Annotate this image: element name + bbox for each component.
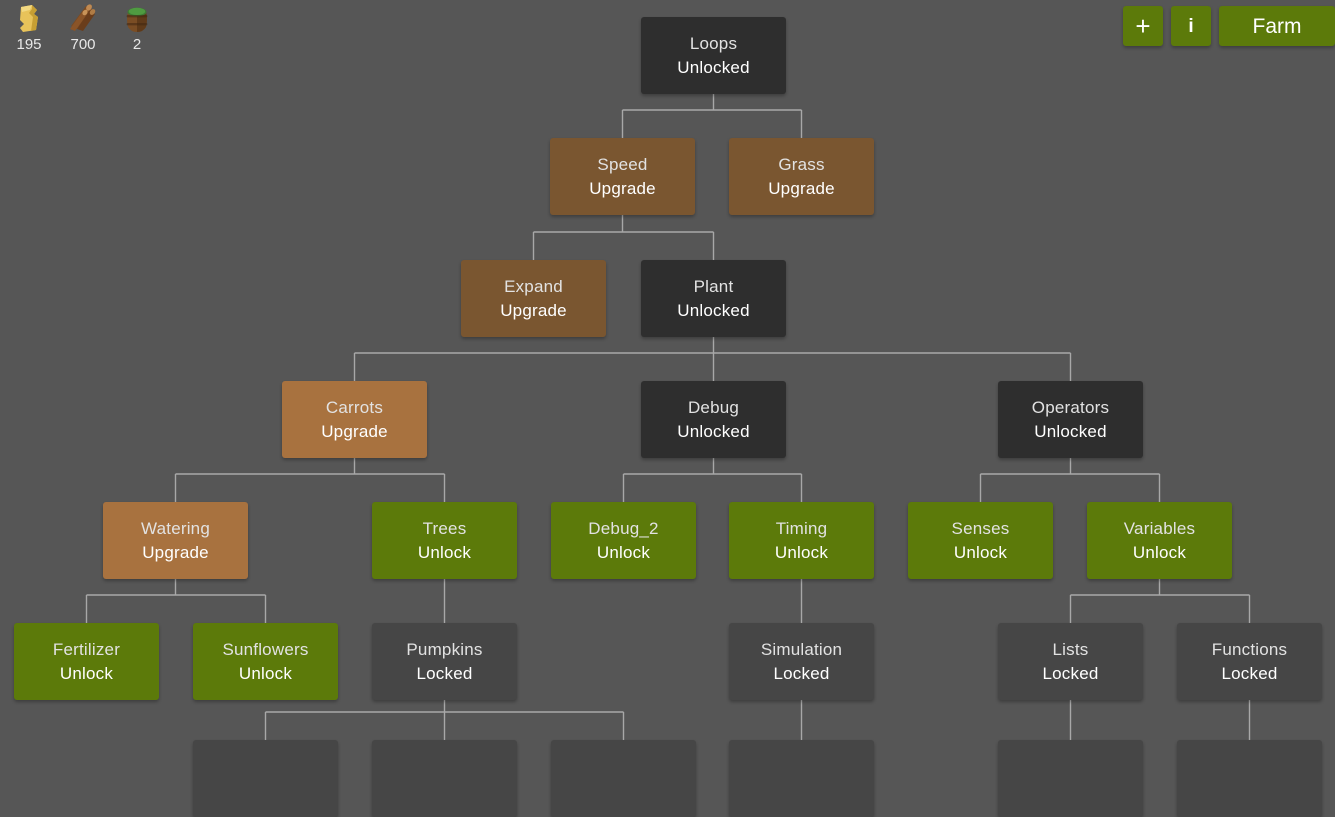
barrel-icon	[126, 7, 148, 32]
tech-node-state: Unlock	[596, 543, 651, 562]
tech-node-state: Unlock	[1132, 543, 1187, 562]
toolbar: + i Farm	[1123, 6, 1335, 46]
tech-node-state: Unlock	[774, 543, 829, 562]
tech-node-row5-b[interactable]	[372, 740, 517, 817]
tech-node-title: Pumpkins	[406, 640, 483, 659]
tech-node-title: Functions	[1211, 640, 1288, 659]
tech-node-title: Expand	[504, 277, 563, 296]
info-button[interactable]: i	[1171, 6, 1211, 46]
farm-button[interactable]: Farm	[1219, 6, 1335, 46]
tech-node-state: Upgrade	[500, 301, 567, 320]
tech-node-row5-e[interactable]	[998, 740, 1143, 817]
tech-node-title: Simulation	[760, 640, 843, 659]
wood-logs-icon	[70, 4, 96, 31]
tech-node-title: Lists	[1052, 640, 1089, 659]
resource-wood: 700	[62, 2, 104, 52]
tech-node-title: Plant	[693, 277, 734, 296]
tech-node-state: Locked	[1042, 664, 1099, 683]
tech-node-state: Upgrade	[142, 543, 209, 562]
tech-node-state: Upgrade	[768, 179, 835, 198]
tech-node-title: Speed	[597, 155, 648, 174]
tech-node-state: Unlock	[238, 664, 293, 683]
resource-seeds-amount: 2	[132, 36, 142, 53]
tech-node-state: Locked	[773, 664, 830, 683]
tech-node-state: Unlock	[59, 664, 114, 683]
tech-node-row5-f[interactable]	[1177, 740, 1322, 817]
tech-node-state: Unlocked	[677, 58, 750, 77]
tech-node-row5-c[interactable]	[551, 740, 696, 817]
hay-bale-icon	[20, 5, 38, 32]
tech-node-title: Carrots	[325, 398, 384, 417]
tech-node-state: Upgrade	[321, 422, 388, 441]
tech-node-state: Unlock	[953, 543, 1008, 562]
tech-node-state: Upgrade	[589, 179, 656, 198]
tech-node-row5-d[interactable]	[729, 740, 874, 817]
tech-node-title: Fertilizer	[52, 640, 121, 659]
tech-node-state: Unlocked	[1034, 422, 1107, 441]
tech-node-title: Debug_2	[588, 519, 659, 538]
resource-hay: 195	[8, 2, 50, 52]
tech-node-state: Locked	[1221, 664, 1278, 683]
resource-bar: 195 700 2	[8, 2, 158, 52]
tech-node-title: Loops	[689, 34, 738, 53]
resource-hay-amount: 195	[16, 36, 42, 53]
tech-node-state: Locked	[416, 664, 473, 683]
tech-node-state: Unlocked	[677, 422, 750, 441]
tech-node-title: Variables	[1123, 519, 1196, 538]
tech-node-title: Timing	[775, 519, 828, 538]
tech-node-title: Operators	[1031, 398, 1110, 417]
resource-wood-amount: 700	[70, 36, 96, 53]
tech-node-title: Trees	[422, 519, 467, 538]
tech-node-title: Watering	[141, 519, 210, 538]
add-button[interactable]: +	[1123, 6, 1163, 46]
tech-node-title: Sunflowers	[222, 640, 309, 659]
tech-node-state: Unlocked	[677, 301, 750, 320]
tech-node-title: Senses	[951, 519, 1010, 538]
resource-seeds: 2	[116, 2, 158, 52]
tech-node-row5-a[interactable]	[193, 740, 338, 817]
tech-node-title: Debug	[687, 398, 740, 417]
tech-node-state: Unlock	[417, 543, 472, 562]
tech-node-title: Grass	[778, 155, 825, 174]
